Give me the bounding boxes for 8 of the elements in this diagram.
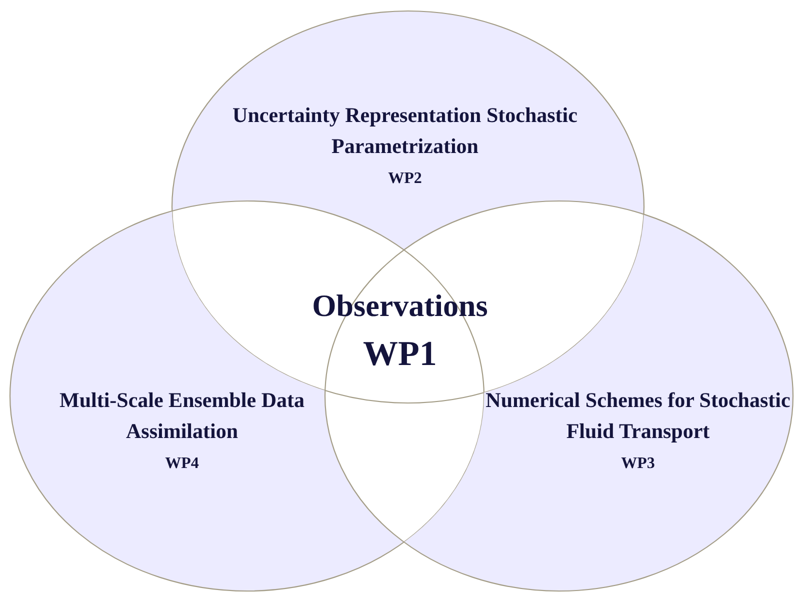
work-package-title: Numerical Schemes for Stochastic Fluid Transport bbox=[484, 387, 792, 445]
work-package-label: WP4 bbox=[165, 455, 199, 473]
work-package-title: Uncertainty Representation Stochastic Parametrization bbox=[232, 102, 578, 160]
work-package-label: WP2 bbox=[388, 170, 422, 188]
overlap-title: Observations bbox=[311, 288, 489, 324]
work-package-label: WP1 bbox=[362, 334, 438, 374]
work-package-label: WP3 bbox=[621, 455, 655, 473]
work-package-title: Multi-Scale Ensemble Data Assimilation bbox=[58, 387, 306, 445]
